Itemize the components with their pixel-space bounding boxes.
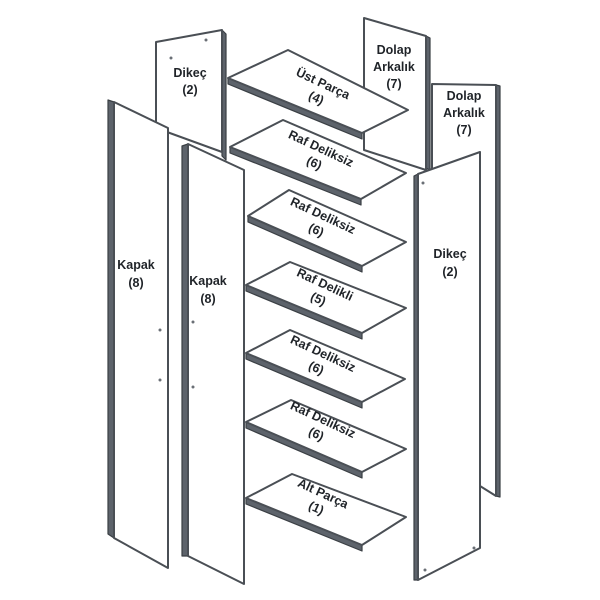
back-panel-left xyxy=(363,17,431,171)
shelf-no-holes-2 xyxy=(247,189,407,273)
back-right-qty-label: (7) xyxy=(456,123,471,137)
shelf-with-holes xyxy=(245,261,407,340)
shelf-c-qty-label: (6) xyxy=(306,359,326,378)
shelf-b-qty-label: (6) xyxy=(306,221,326,240)
shelf-holed-qty-label: (5) xyxy=(308,290,328,309)
top-piece-qty-label: (4) xyxy=(306,89,326,108)
bottom-piece-qty-label: (1) xyxy=(306,499,326,518)
back-right-name-line2: Arkalık xyxy=(443,106,485,120)
back-left-qty-label: (7) xyxy=(386,77,401,91)
back-left-name-line1: Dolap xyxy=(377,43,412,57)
back-right-name-line1: Dolap xyxy=(447,89,482,103)
back-left-name-line2: Arkalık xyxy=(373,60,415,74)
side-right-qty-label: (2) xyxy=(442,265,457,279)
door-panel-right xyxy=(181,143,245,585)
door-panel-left xyxy=(107,99,169,569)
shelf-no-holes-3 xyxy=(245,329,406,409)
side-left-name-label: Dikeç xyxy=(173,66,206,80)
side-panel-left xyxy=(155,29,227,161)
side-right-name-label: Dikeç xyxy=(433,247,466,261)
door-left-name-label: Kapak xyxy=(117,258,155,272)
door-left-qty-label: (8) xyxy=(128,276,143,290)
shelf-d-qty-label: (6) xyxy=(306,425,326,444)
door-right-qty-label: (8) xyxy=(200,292,215,306)
shelf-no-holes-4 xyxy=(245,399,407,479)
door-right-name-label: Kapak xyxy=(189,274,227,288)
side-left-qty-label: (2) xyxy=(182,83,197,97)
shelf-no-holes-1 xyxy=(229,119,407,206)
shelf-a-qty-label: (6) xyxy=(304,154,324,173)
bottom-piece-shelf xyxy=(245,473,407,552)
side-panel-right xyxy=(413,151,481,581)
top-piece-shelf xyxy=(227,49,409,140)
